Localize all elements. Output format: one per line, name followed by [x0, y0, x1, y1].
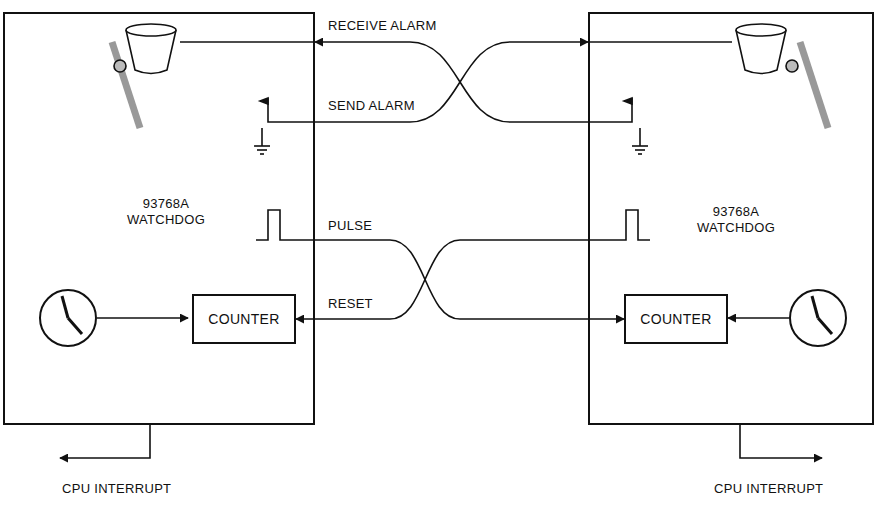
signal-label-holder: RECEIVE ALARM	[326, 18, 439, 34]
alarm-wire	[180, 41, 315, 43]
clock-wire	[728, 317, 789, 319]
send-switch	[588, 98, 648, 154]
signal-line	[315, 240, 624, 319]
interrupt-wire	[60, 425, 150, 458]
counter-box: COUNTER	[624, 294, 728, 344]
alarm-bell	[736, 24, 828, 128]
output-label-holder: CPU INTERRUPT	[60, 481, 173, 497]
signal-name: RECEIVE ALARM	[326, 18, 439, 33]
signal-name: CPU INTERRUPT	[712, 481, 825, 496]
watchdog-box: 93768A WATCHDOG COUNTER	[3, 12, 315, 425]
signal-label-holder: SEND ALARM	[326, 98, 417, 114]
signal-name: CPU INTERRUPT	[60, 481, 173, 496]
pulse-symbol	[588, 210, 650, 240]
signal-line	[315, 42, 588, 122]
clock-wire	[97, 317, 188, 319]
counter-label: COUNTER	[208, 311, 279, 327]
clock-symbol	[790, 290, 846, 346]
signal-name: PULSE	[326, 218, 374, 233]
signal-line	[315, 42, 588, 122]
alarm-bell	[112, 24, 176, 128]
signal-name: SEND ALARM	[326, 98, 417, 113]
counter-label: COUNTER	[640, 311, 711, 327]
interrupt-wire	[740, 425, 822, 458]
signal-line	[296, 240, 588, 319]
counter-box: COUNTER	[192, 294, 296, 344]
send-switch	[254, 98, 315, 154]
signal-label-holder: RESET	[326, 296, 375, 312]
unit-label: 93768A WATCHDOG	[688, 204, 784, 236]
output-label-holder: CPU INTERRUPT	[712, 481, 825, 497]
signal-label-holder: PULSE	[326, 218, 374, 234]
clock-symbol	[40, 290, 96, 346]
watchdog-box: 93768A WATCHDOG COUNTER	[588, 12, 874, 425]
pulse-symbol	[256, 210, 315, 240]
unit-label: 93768A WATCHDOG	[118, 196, 214, 228]
signal-name: RESET	[326, 296, 375, 311]
alarm-wire	[588, 41, 732, 43]
